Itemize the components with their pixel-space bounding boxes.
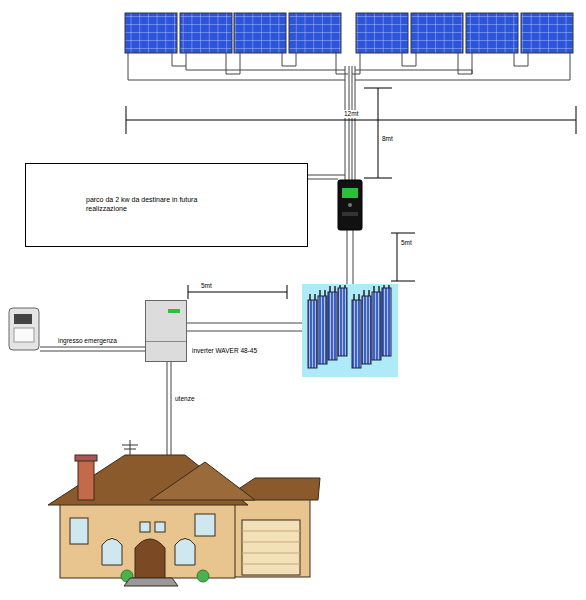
inverter-box: inverter WAVER 48-45 <box>145 300 187 362</box>
panel-wiring <box>40 53 570 455</box>
solar-panels <box>125 13 573 53</box>
charge-controller <box>338 180 362 230</box>
dimension-label: 12mt <box>343 110 359 118</box>
box-text: parco da 2 kw da destinare in futura rea… <box>86 196 226 214</box>
battery-bank <box>302 284 398 377</box>
house <box>48 440 320 586</box>
output-label: utenze <box>174 395 196 403</box>
dimension-label: 5mt <box>400 239 413 247</box>
inverter-display <box>168 309 180 313</box>
inverter-label: inverter WAVER 48-45 <box>192 347 257 355</box>
input-label: ingresso emergenza <box>57 337 118 345</box>
emergency-meter <box>9 308 39 350</box>
future-field-box: parco da 2 kw da destinare in futura rea… <box>25 163 308 247</box>
dimension-label: 8mt <box>381 135 394 143</box>
inverter-seam <box>146 341 186 342</box>
dimension-label: 5mt <box>200 282 213 290</box>
